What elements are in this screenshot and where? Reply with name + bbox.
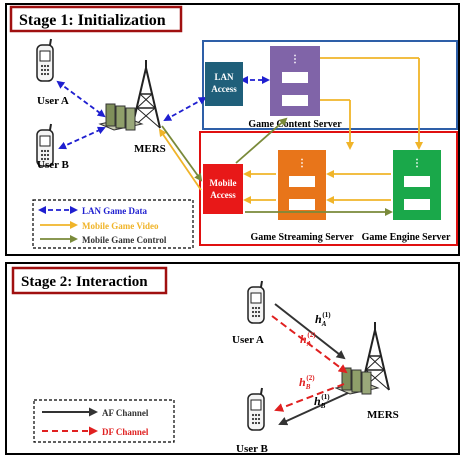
df-channel-a-to-mers bbox=[271, 315, 348, 374]
mobile-access-box bbox=[203, 164, 243, 214]
user-a-phone-icon bbox=[36, 38, 54, 82]
df-channel-mers-to-b bbox=[274, 383, 345, 412]
mobile-access-label-2: Access bbox=[210, 190, 236, 200]
stage1-title: Stage 1: Initialization bbox=[19, 12, 166, 29]
stage2-title-box bbox=[11, 266, 168, 295]
streaming-server-slot bbox=[289, 176, 315, 187]
stage2-user-a-label: User A bbox=[232, 334, 264, 346]
lan-access-label-2: Access bbox=[211, 84, 237, 94]
engine-server-slot bbox=[404, 176, 430, 187]
streaming-server-dots: ⋮ bbox=[297, 158, 307, 169]
mers-label: MERS bbox=[134, 143, 166, 155]
lan-arrow-user-a bbox=[56, 80, 106, 118]
engine-server-dots: ⋮ bbox=[412, 158, 422, 169]
channel-label-hB2: hB(2) bbox=[299, 374, 315, 391]
stage2-mers-label: MERS bbox=[367, 409, 399, 421]
stage2-user-b-label: User B bbox=[236, 443, 269, 455]
legend-df-label: DF Channel bbox=[102, 427, 149, 437]
stage2-user-a-phone-icon bbox=[247, 280, 265, 324]
mers-tower-icon bbox=[131, 59, 161, 129]
channel-label-hA1: hA(1) bbox=[315, 311, 331, 328]
lan-access-box bbox=[205, 62, 243, 106]
af-channel-mers-to-b bbox=[278, 392, 349, 426]
stage2-user-b-phone-icon bbox=[247, 387, 265, 431]
video-arrow-to-mers bbox=[158, 128, 202, 191]
legend-af-label: AF Channel bbox=[102, 408, 149, 418]
game-engine-server-label: Game Engine Server bbox=[362, 232, 451, 243]
mobile-access-label-1: Mobile bbox=[210, 178, 237, 188]
content-server-slot bbox=[282, 95, 308, 106]
game-content-server-label: Game Content Server bbox=[248, 119, 342, 130]
lan-access-label-1: LAN bbox=[214, 72, 234, 82]
lan-arrow-mers bbox=[163, 97, 207, 121]
legend-control-label: Mobile Game Control bbox=[82, 235, 167, 245]
channel-label-hA2: hA(2) bbox=[300, 331, 316, 348]
content-server-dots: ⋮ bbox=[290, 54, 300, 65]
control-arrow-mers-mobile bbox=[161, 125, 203, 182]
legend-video-label: Mobile Game Video bbox=[82, 221, 159, 231]
content-region-box bbox=[202, 40, 458, 130]
stage2-legend bbox=[33, 399, 175, 443]
legend-lan-label: LAN Game Data bbox=[82, 206, 147, 216]
af-channel-a-to-mers bbox=[274, 303, 346, 360]
game-streaming-server-label: Game Streaming Server bbox=[250, 232, 354, 243]
user-a-label: User A bbox=[37, 95, 69, 107]
lan-arrow-user-b bbox=[58, 126, 106, 150]
stage1-panel bbox=[5, 3, 460, 256]
engine-server-slot bbox=[404, 199, 430, 210]
content-server-slot bbox=[282, 72, 308, 83]
channel-label-hB1: hB(1) bbox=[314, 393, 330, 410]
user-b-label: User B bbox=[37, 159, 70, 171]
control-arrow-mobile-content bbox=[235, 117, 288, 164]
stage2-panel bbox=[5, 262, 460, 455]
streaming-server-slot bbox=[289, 199, 315, 210]
stage2-title: Stage 2: Interaction bbox=[21, 274, 148, 290]
stage1-title-box bbox=[9, 5, 183, 33]
